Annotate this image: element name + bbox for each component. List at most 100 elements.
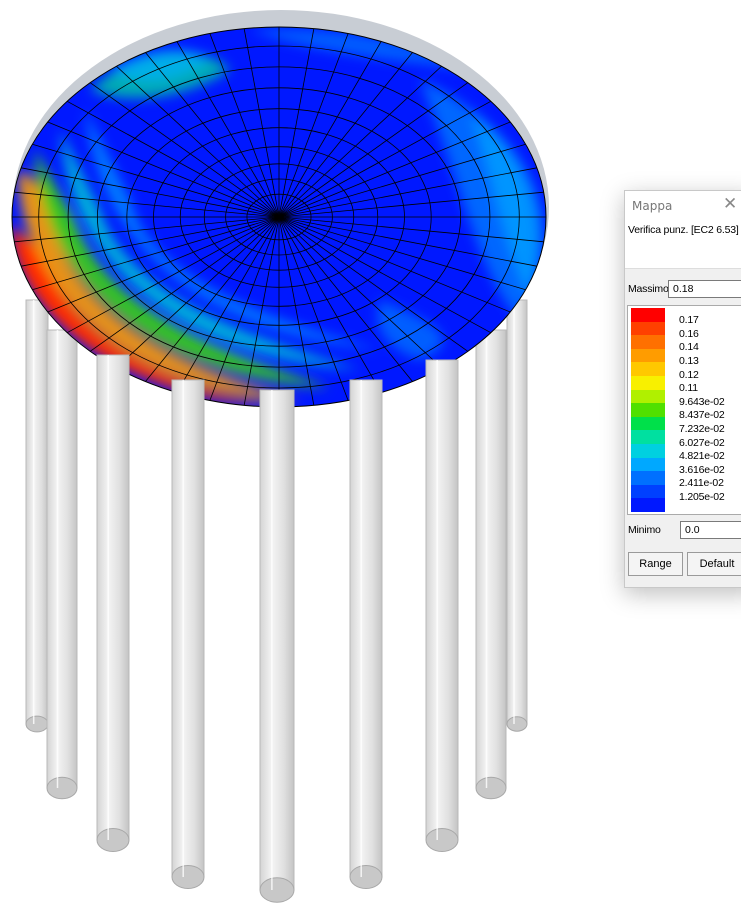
mesh-radial	[278, 52, 413, 218]
contour-band	[60, 130, 360, 370]
min-value-input[interactable]: 0.0	[680, 521, 741, 539]
max-value-input[interactable]: 0.18	[668, 280, 741, 298]
column-base	[506, 716, 528, 732]
column-base	[171, 864, 205, 890]
legend-swatch	[631, 471, 665, 486]
column	[46, 329, 78, 800]
mesh-radial	[278, 216, 382, 393]
max-label: Massimo	[628, 283, 669, 295]
contour-band	[12, 225, 280, 407]
legend-label: 8.437e-02	[679, 409, 725, 422]
legend-swatch	[631, 403, 665, 418]
legend-label: 0.11	[679, 382, 698, 395]
legend-swatch	[631, 430, 665, 445]
column-base	[96, 827, 130, 853]
legend-swatch	[631, 416, 665, 431]
mesh-radial	[278, 216, 544, 243]
mesh-radial	[278, 216, 469, 352]
column	[171, 379, 205, 890]
legend-label: 0.17	[679, 314, 699, 327]
dialog-title: Mappa	[632, 199, 673, 213]
column	[475, 329, 507, 800]
mesh-radial	[14, 191, 280, 218]
column-shaft	[25, 299, 49, 725]
mesh-radial	[243, 216, 280, 406]
legend-swatch	[631, 498, 665, 513]
mesh-radial	[278, 216, 492, 334]
quantity-name: Verifica punz. [EC2 6.53]	[628, 224, 739, 236]
mesh-radial	[278, 100, 492, 218]
legend-label: 0.16	[679, 327, 699, 340]
column	[259, 389, 295, 903]
min-label: Minimo	[628, 524, 661, 536]
legend-label: 3.616e-02	[679, 463, 725, 476]
mesh-radial	[278, 216, 413, 382]
mesh-radial	[278, 216, 315, 406]
mesh-radial	[278, 216, 537, 267]
mesh-radial	[278, 216, 511, 313]
legend-swatch	[631, 362, 665, 377]
column-base	[349, 864, 383, 890]
mesh-radial	[21, 167, 280, 218]
column-shaft	[425, 359, 459, 841]
column-shaft	[506, 299, 528, 725]
mesh-radial	[278, 82, 469, 218]
quantity-panel: Verifica punz. [EC2 6.53]	[625, 221, 741, 269]
column-base	[46, 776, 78, 800]
mesh-radial	[47, 121, 280, 218]
column-base	[425, 827, 459, 853]
mesh-radial	[176, 41, 280, 218]
legend-label: 9.643e-02	[679, 395, 725, 408]
mesh-radial	[278, 191, 544, 218]
column-shaft	[96, 354, 130, 841]
default-button[interactable]: Default	[687, 552, 741, 576]
map-legend-dialog[interactable]: Mappa ✕ Verifica punz. [EC2 6.53] Massim…	[624, 190, 741, 588]
column	[506, 299, 528, 732]
mesh-radial	[278, 143, 526, 218]
contour-band	[18, 170, 300, 402]
close-icon[interactable]: ✕	[723, 194, 738, 214]
legend-label: 7.232e-02	[679, 422, 725, 435]
mesh-radial	[278, 216, 526, 291]
mesh-radial	[278, 167, 537, 218]
column-base	[259, 877, 295, 903]
column-base	[475, 776, 507, 800]
column	[25, 299, 49, 733]
column-shaft	[475, 329, 507, 789]
mesh-radial	[209, 216, 280, 401]
legend-swatch	[631, 389, 665, 404]
dialog-titlebar[interactable]: Mappa ✕	[625, 191, 741, 222]
mesh-radial	[116, 65, 280, 218]
mesh-radial	[278, 41, 382, 218]
legend-swatch	[631, 376, 665, 391]
contour-band	[85, 110, 380, 350]
column-shaft	[171, 379, 205, 878]
mesh-radial	[66, 100, 280, 218]
mesh-radial	[278, 216, 349, 401]
mesh-radial	[209, 33, 280, 218]
mesh-radial	[32, 216, 280, 291]
column	[96, 354, 130, 853]
legend-label: 2.411e-02	[679, 477, 724, 490]
contour-band	[377, 300, 443, 360]
legend-swatch	[631, 444, 665, 459]
mesh-radial	[278, 33, 349, 218]
legend-label: 1.205e-02	[679, 490, 725, 503]
column-shaft	[259, 389, 295, 891]
contour-band	[250, 29, 470, 70]
column-shaft	[349, 379, 383, 878]
mesh-radial	[278, 65, 442, 218]
mesh-radial	[32, 143, 280, 218]
mesh-radial	[145, 216, 280, 382]
contour-band	[470, 110, 544, 300]
contour-band	[110, 49, 210, 81]
legend-swatch	[631, 308, 665, 323]
mesh-radial	[278, 28, 315, 218]
legend-label: 0.12	[679, 368, 699, 381]
legend-swatch	[631, 484, 665, 499]
legend-label: 6.027e-02	[679, 436, 725, 449]
range-button[interactable]: Range	[628, 552, 683, 576]
column	[349, 379, 383, 890]
